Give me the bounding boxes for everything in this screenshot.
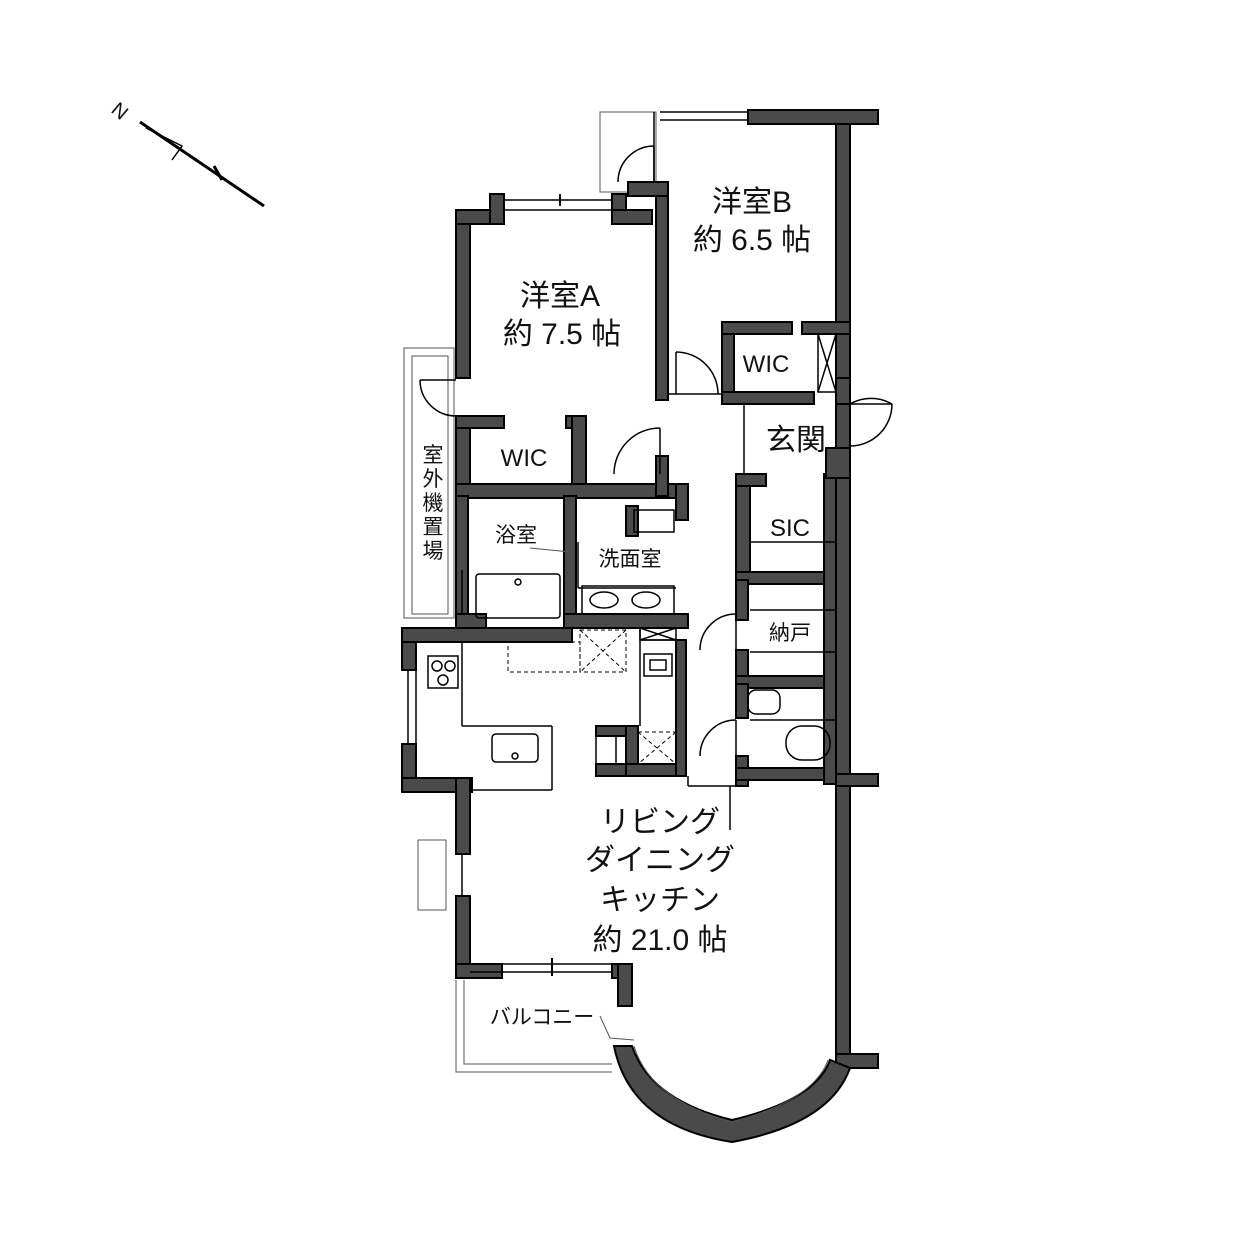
room-wic-b: WIC (743, 351, 790, 378)
room-ldk-line2: ダイニング (585, 844, 735, 877)
bathtub-icon (475, 573, 561, 619)
room-outdoor-unit-1: 室 (423, 444, 444, 467)
room-sic: SIC (770, 515, 810, 542)
north-arrow-icon: N (107, 98, 265, 208)
room-balcony: バルコニー (490, 1006, 595, 1029)
room-storage: 納戸 (769, 622, 811, 645)
room-outdoor-unit-4: 置 (423, 516, 444, 539)
vanity-icon (581, 585, 675, 615)
fixtures (427, 509, 831, 765)
room-entrance: 玄関 (766, 424, 826, 457)
stove-icon (427, 655, 459, 689)
north-label: N (107, 98, 132, 124)
room-western-a-size: 約 7.5 帖 (503, 318, 621, 351)
room-labels: 洋室B 約 6.5 帖 洋室A 約 7.5 帖 WIC WIC 玄関 SIC 納… (423, 186, 827, 1029)
room-western-a-name: 洋室A (520, 280, 600, 313)
kitchen-sink-icon (491, 733, 539, 763)
room-outdoor-unit-2: 外 (423, 468, 444, 491)
room-ldk-line3: キッチン (600, 884, 720, 917)
room-ldk-line1: リビング (600, 806, 720, 839)
small-sink-icon (643, 653, 673, 677)
room-outdoor-unit-3: 機 (423, 492, 444, 515)
washbasin-icon (747, 689, 781, 715)
interior-lines (407, 111, 893, 1123)
leader-lines (529, 547, 635, 1041)
room-ldk-size: 約 21.0 帖 (592, 924, 727, 957)
room-western-b-name: 洋室B (712, 186, 792, 219)
toilet-icon (785, 725, 831, 761)
room-washroom: 洗面室 (599, 548, 662, 571)
room-outdoor-unit-5: 場 (423, 540, 444, 563)
room-western-b-size: 約 6.5 帖 (693, 224, 811, 257)
walls (401, 109, 879, 1144)
room-wic-a: WIC (501, 445, 548, 472)
room-bath: 浴室 (495, 524, 537, 547)
